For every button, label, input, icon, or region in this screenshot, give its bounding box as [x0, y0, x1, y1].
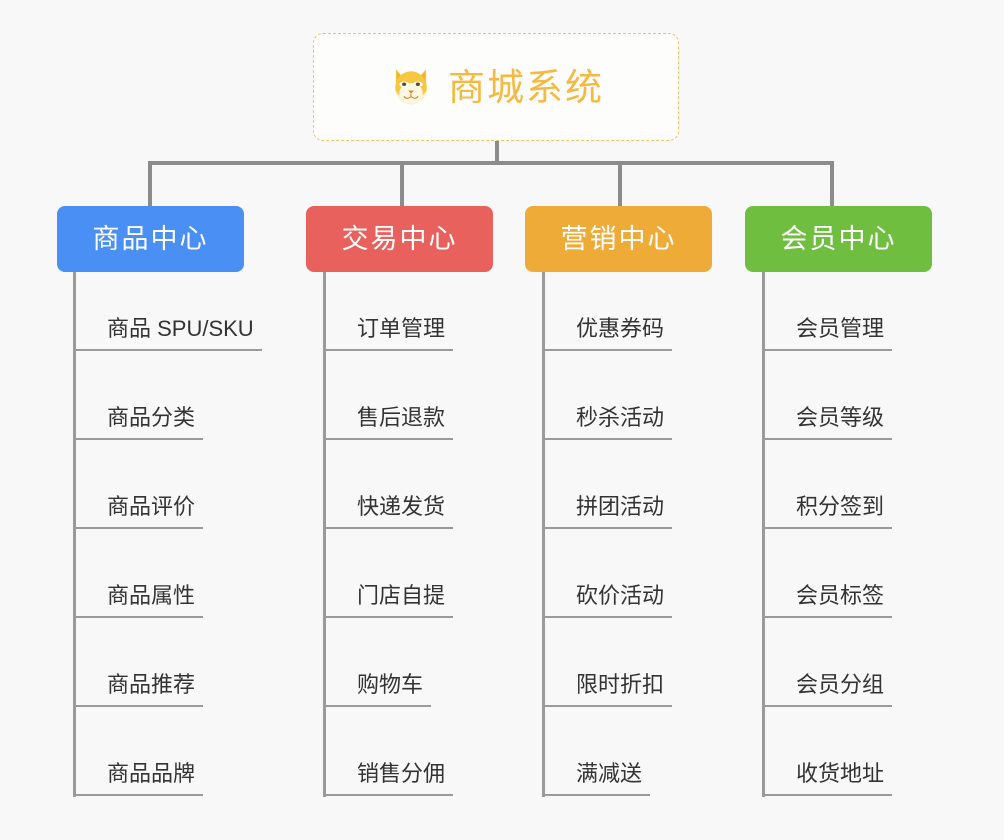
connector-drop-3 — [618, 163, 622, 206]
leaf-item[interactable]: 满减送 — [542, 763, 651, 796]
leaf-label: 购物车 — [323, 674, 432, 707]
leaf-item[interactable]: 订单管理 — [323, 318, 454, 351]
leaf-item[interactable]: 门店自提 — [323, 585, 454, 618]
leaf-label: 会员分组 — [762, 674, 893, 707]
leaf-item[interactable]: 商品推荐 — [73, 674, 204, 707]
leaf-label: 拼团活动 — [542, 496, 673, 529]
leaf-item[interactable]: 会员分组 — [762, 674, 893, 707]
connector-horizontal-bus — [148, 161, 834, 165]
leaf-item[interactable]: 商品 SPU/SKU — [73, 318, 262, 351]
leaf-label: 商品品牌 — [73, 763, 204, 796]
leaf-item[interactable]: 积分签到 — [762, 496, 893, 529]
leaf-spine — [542, 272, 545, 797]
connector-drop-4 — [830, 163, 834, 206]
branch-node-trade-center[interactable]: 交易中心 — [306, 206, 493, 272]
leaf-item[interactable]: 秒杀活动 — [542, 407, 673, 440]
leaf-label: 优惠券码 — [542, 318, 673, 351]
leaf-item[interactable]: 会员管理 — [762, 318, 893, 351]
leaf-label: 商品推荐 — [73, 674, 204, 707]
root-title: 商城系统 — [448, 66, 604, 108]
leaf-spine — [323, 272, 326, 797]
leaf-label: 积分签到 — [762, 496, 893, 529]
leaf-label: 商品分类 — [73, 407, 204, 440]
leaf-label: 售后退款 — [323, 407, 454, 440]
leaf-item[interactable]: 会员等级 — [762, 407, 893, 440]
leaf-spine — [73, 272, 76, 797]
branch-node-marketing-center[interactable]: 营销中心 — [525, 206, 712, 272]
leaf-label: 商品 SPU/SKU — [73, 318, 262, 351]
leaf-item[interactable]: 商品评价 — [73, 496, 204, 529]
leaf-label: 会员标签 — [762, 585, 893, 618]
leaf-item[interactable]: 销售分佣 — [323, 763, 454, 796]
leaf-item[interactable]: 售后退款 — [323, 407, 454, 440]
leaf-item[interactable]: 优惠券码 — [542, 318, 673, 351]
branch-label: 会员中心 — [780, 223, 897, 254]
shiba-dog-icon — [395, 69, 427, 105]
leaf-label: 快递发货 — [323, 496, 454, 529]
root-node[interactable]: 商城系统 — [313, 33, 679, 141]
leaf-item[interactable]: 快递发货 — [323, 496, 454, 529]
leaf-label: 订单管理 — [323, 318, 454, 351]
leaf-item[interactable]: 购物车 — [323, 674, 432, 707]
branch-node-product-center[interactable]: 商品中心 — [57, 206, 244, 272]
branch-label: 商品中心 — [92, 223, 209, 254]
leaf-label: 砍价活动 — [542, 585, 673, 618]
leaf-label: 限时折扣 — [542, 674, 673, 707]
leaf-label: 会员等级 — [762, 407, 893, 440]
leaf-label: 商品评价 — [73, 496, 204, 529]
leaf-item[interactable]: 拼团活动 — [542, 496, 673, 529]
branch-node-member-center[interactable]: 会员中心 — [745, 206, 932, 272]
connector-root-stem — [495, 141, 499, 164]
leaf-label: 门店自提 — [323, 585, 454, 618]
leaf-label: 收货地址 — [762, 763, 893, 796]
connector-drop-1 — [148, 163, 152, 206]
leaf-item[interactable]: 收货地址 — [762, 763, 893, 796]
leaf-item[interactable]: 商品属性 — [73, 585, 204, 618]
leaf-label: 会员管理 — [762, 318, 893, 351]
branch-label: 营销中心 — [560, 223, 677, 254]
connector-drop-2 — [400, 163, 404, 206]
leaf-label: 秒杀活动 — [542, 407, 673, 440]
leaf-item[interactable]: 砍价活动 — [542, 585, 673, 618]
leaf-item[interactable]: 限时折扣 — [542, 674, 673, 707]
branch-label: 交易中心 — [341, 223, 458, 254]
leaf-label: 商品属性 — [73, 585, 204, 618]
leaf-label: 销售分佣 — [323, 763, 454, 796]
leaf-item[interactable]: 商品品牌 — [73, 763, 204, 796]
leaf-item[interactable]: 会员标签 — [762, 585, 893, 618]
leaf-item[interactable]: 商品分类 — [73, 407, 204, 440]
leaf-label: 满减送 — [542, 763, 651, 796]
leaf-spine — [762, 272, 765, 797]
